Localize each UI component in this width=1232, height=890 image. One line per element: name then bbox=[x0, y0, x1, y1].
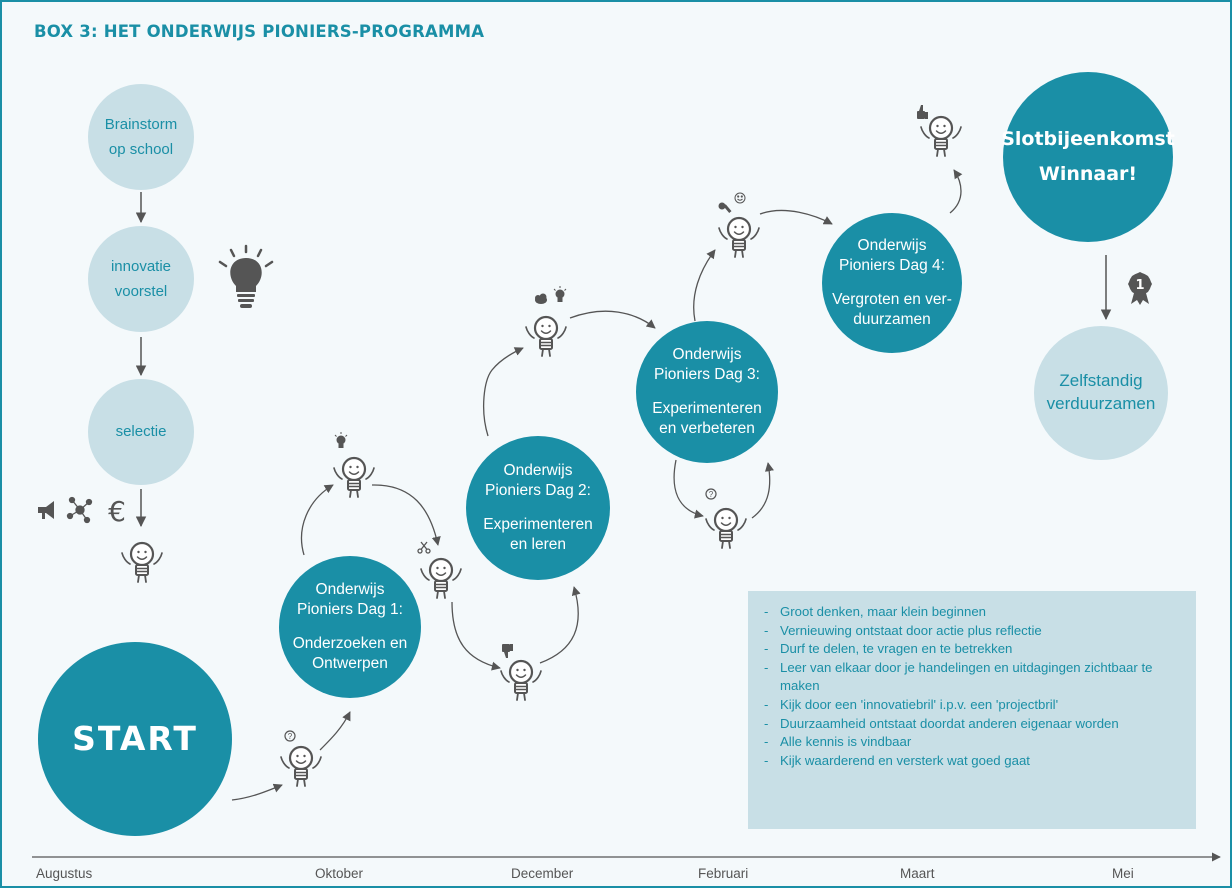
lightbulb-character-icon bbox=[419, 557, 463, 600]
brainstorm-line-2: op school bbox=[108, 141, 174, 158]
lightbulb-character-icon bbox=[717, 216, 761, 259]
lightbulb-character-icon bbox=[919, 115, 963, 158]
day-3-line-4: Experimenteren bbox=[652, 400, 762, 417]
day-4-line-5: duurzamen bbox=[853, 311, 931, 329]
day-4-line-1: Onderwijs bbox=[857, 236, 927, 254]
principle-item: Duurzaamheid ontstaat doordat anderen ei… bbox=[762, 715, 1186, 734]
day-1-circle: Onderwijs Pioniers Dag 1: Onderzoeken en… bbox=[279, 556, 421, 698]
principle-item: Kijk waarderend en versterk wat goed gaa… bbox=[762, 752, 1186, 771]
box-title: BOX 3: HET ONDERWIJS PIONIERS-PROGRAMMA bbox=[34, 22, 485, 41]
lightbulb-icon bbox=[334, 431, 348, 449]
network-icon bbox=[66, 496, 93, 524]
zelfstandig-line-2: verduurzamen bbox=[1046, 394, 1156, 413]
day-2-line-2: Pioniers Dag 2: bbox=[485, 481, 591, 499]
day-2-line-5: en leren bbox=[509, 536, 566, 554]
day-2-circle: Onderwijs Pioniers Dag 2: Experimenteren… bbox=[466, 436, 610, 580]
thumbs-up-icon bbox=[917, 105, 928, 119]
zelfstandig-circle: Zelfstandig verduurzamen bbox=[1034, 326, 1168, 460]
winnaar-label: Winnaar! bbox=[1038, 163, 1138, 185]
slotbijeenkomst-circle: Slotbijeenkomst Winnaar! bbox=[1001, 72, 1175, 242]
month-februari: Februari bbox=[698, 866, 749, 881]
principle-item: Durf te delen, te vragen en te betrekken bbox=[762, 640, 1186, 659]
scissors-icon bbox=[417, 541, 431, 554]
lightbulb-character-icon bbox=[499, 659, 543, 702]
innovatie-voorstel-circle: innovatie voorstel bbox=[88, 226, 194, 332]
voorstel-line-1: innovatie bbox=[110, 257, 172, 275]
flow-arrows bbox=[231, 169, 963, 801]
day-1-line-4: Onderzoeken en bbox=[292, 635, 408, 652]
month-december: December bbox=[511, 866, 574, 881]
award-number: 1 bbox=[1135, 278, 1144, 293]
wrench-icon bbox=[718, 202, 732, 214]
day-4-line-4: Vergroten en ver- bbox=[832, 291, 952, 308]
day-1-line-2: Pioniers Dag 1: bbox=[297, 600, 403, 618]
brainstorm-line-1: Brainstorm bbox=[104, 115, 178, 133]
selectie-line-1: selectie bbox=[115, 423, 167, 441]
day-2-line-4: Experimenteren bbox=[483, 516, 593, 533]
lightbulb-character-icon bbox=[332, 456, 376, 499]
slotbijeenkomst-label: Slotbijeenkomst bbox=[1001, 127, 1175, 150]
day-3-circle: Onderwijs Pioniers Dag 3: Experimenteren… bbox=[636, 321, 778, 463]
brainstorm-circle: Brainstorm op school bbox=[88, 84, 194, 190]
lightbulb-character-icon bbox=[279, 745, 323, 788]
month-augustus: Augustus bbox=[36, 866, 93, 881]
question-icon bbox=[284, 730, 296, 742]
euro-icon: € bbox=[108, 495, 126, 528]
lightbulb-character-icon bbox=[704, 507, 748, 550]
voorstel-line-2: voorstel bbox=[114, 283, 168, 300]
award-rosette-icon: 1 bbox=[1128, 272, 1152, 305]
lightbulb-icon bbox=[553, 285, 567, 303]
day-1-line-5: Ontwerpen bbox=[312, 655, 388, 673]
principle-item: Groot denken, maar klein beginnen bbox=[762, 603, 1186, 622]
principle-item: Alle kennis is vindbaar bbox=[762, 733, 1186, 752]
lightbulb-character-icon bbox=[524, 315, 568, 358]
start-circle: START bbox=[38, 642, 232, 836]
day-1-line-1: Onderwijs bbox=[315, 580, 385, 598]
day-3-line-1: Onderwijs bbox=[672, 345, 742, 363]
day-4-circle: Onderwijs Pioniers Dag 4: Vergroten en v… bbox=[822, 213, 962, 353]
month-maart: Maart bbox=[900, 866, 935, 881]
month-mei: Mei bbox=[1112, 866, 1134, 881]
question-icon bbox=[705, 488, 717, 500]
selectie-circle: selectie bbox=[88, 379, 194, 485]
thumbs-down-icon bbox=[502, 644, 513, 658]
cloud-icon bbox=[535, 293, 547, 304]
day-4-line-2: Pioniers Dag 4: bbox=[839, 256, 945, 274]
principles-box: Groot denken, maar klein beginnen Vernie… bbox=[748, 591, 1196, 829]
principle-item: Kijk door een 'innovatiebril' i.p.v. een… bbox=[762, 696, 1186, 715]
lightbulb-character-icon bbox=[120, 541, 164, 584]
principle-item: Vernieuwing ontstaat door actie plus ref… bbox=[762, 622, 1186, 641]
day-2-line-1: Onderwijs bbox=[503, 461, 573, 479]
start-label: START bbox=[72, 718, 198, 758]
lightbulb-icon bbox=[218, 244, 274, 308]
zelfstandig-line-1: Zelfstandig bbox=[1059, 371, 1143, 391]
day-3-line-5: en verbeteren bbox=[659, 420, 755, 438]
principle-item: Leer van elkaar door je handelingen en u… bbox=[762, 659, 1186, 696]
smiley-icon bbox=[734, 192, 746, 204]
principles-list: Groot denken, maar klein beginnen Vernie… bbox=[762, 603, 1186, 770]
megaphone-icon bbox=[38, 501, 54, 519]
day-3-line-2: Pioniers Dag 3: bbox=[654, 365, 760, 383]
month-oktober: Oktober bbox=[315, 866, 364, 881]
